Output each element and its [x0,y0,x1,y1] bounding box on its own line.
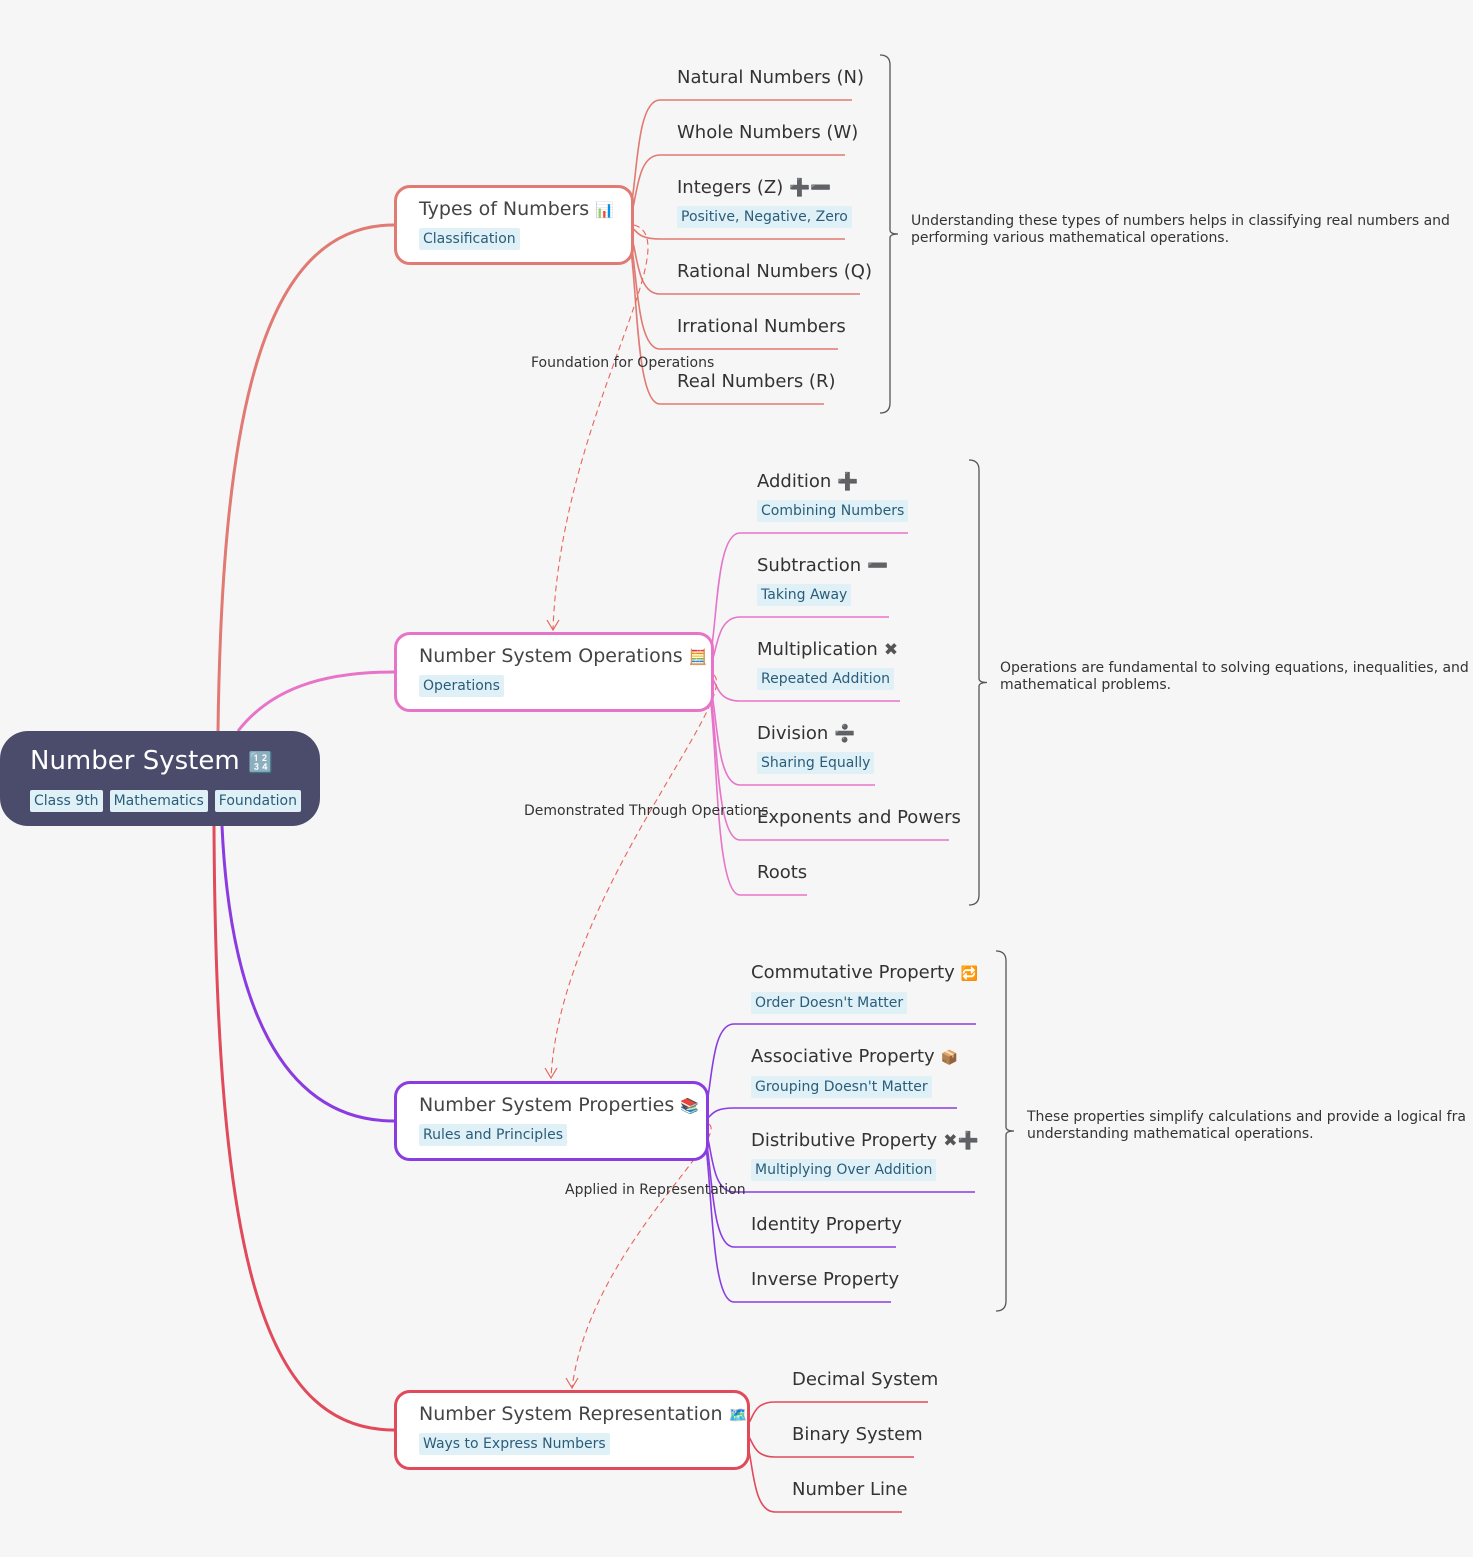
relation-label-foundation[interactable]: Foundation for Operations [531,355,715,371]
root-link-types [216,223,395,732]
node-associative[interactable]: Associative Property📦Grouping Doesn't Ma… [751,1045,958,1098]
node-whole-numbers[interactable]: Whole Numbers (W) [677,122,859,143]
plus-minus-icon: ➕➖ [789,178,832,198]
topic-title: Number System Representation 🗺️ [419,1403,748,1425]
node-exponents[interactable]: Exponents and Powers [757,807,961,828]
node-tag: Order Doesn't Matter [751,992,908,1014]
relation-label-demonstrated[interactable]: Demonstrated Through Operations [524,803,769,819]
number-keycap-icon: 🔢 [247,750,273,774]
node-addition[interactable]: Addition➕Combining Numbers [757,470,909,522]
multiply-plus-icon: ✖➕ [943,1131,979,1151]
node-tag: Grouping Doesn't Matter [751,1076,932,1098]
bar-chart-icon: 📊 [595,201,614,219]
minus-icon: ➖ [867,556,889,576]
tag-class: Class 9th [30,790,103,812]
topic-properties[interactable]: Number System Properties 📚 Rules and Pri… [394,1081,709,1161]
package-icon: 📦 [940,1050,959,1066]
node-number-line[interactable]: Number Line [792,1479,908,1500]
multiply-icon: ✖ [883,640,899,660]
repeat-icon: 🔁 [960,966,979,982]
node-irrational-numbers[interactable]: Irrational Numbers [677,316,846,337]
plus-icon: ➕ [837,472,859,492]
summary-brace-properties [995,950,1015,1312]
node-division[interactable]: Division➗Sharing Equally [757,722,875,774]
topic-tag: Rules and Principles [419,1124,567,1146]
tag-subject: Mathematics [109,790,208,812]
root-tags: Class 9th Mathematics Foundation [30,790,320,812]
relation-arrowhead-demonstrated [544,1067,558,1080]
summary-brace-operations [968,459,988,906]
node-tag: Sharing Equally [757,752,875,774]
node-natural-numbers[interactable]: Natural Numbers (N) [677,67,865,88]
node-tag: Multiplying Over Addition [751,1159,937,1181]
node-tag: Combining Numbers [757,500,909,522]
node-commutative[interactable]: Commutative Property🔁Order Doesn't Matte… [751,961,978,1014]
root-topic[interactable]: Number System 🔢 Class 9th Mathematics Fo… [0,731,320,826]
topic-tag: Ways to Express Numbers [419,1433,610,1455]
node-integers[interactable]: Integers (Z)➕➖Positive, Negative, Zero [677,176,852,228]
node-subtraction[interactable]: Subtraction➖Taking Away [757,554,888,606]
relation-label-applied[interactable]: Applied in Representation [565,1182,746,1198]
topic-types-of-numbers[interactable]: Types of Numbers 📊 Classification [394,185,634,265]
books-icon: 📚 [680,1097,700,1115]
relation-arrow-applied [571,1123,712,1389]
node-roots[interactable]: Roots [757,862,808,883]
topic-title: Number System Properties 📚 [419,1094,700,1116]
summary-properties: These properties simplify calculations a… [1027,1109,1466,1142]
world-map-icon: 🗺️ [728,1406,748,1424]
divide-icon: ➗ [834,724,856,744]
relation-arrow-demonstrated [550,674,717,1079]
relation-arrowhead-foundation [546,619,560,632]
node-multiplication[interactable]: Multiplication✖Repeated Addition [757,638,898,690]
topic-title: Number System Operations 🧮 [419,645,708,667]
root-title: Number System 🔢 [30,746,273,776]
summary-operations: Operations are fundamental to solving eq… [1000,660,1469,693]
root-link-properties [220,825,395,1123]
topic-title: Types of Numbers 📊 [419,198,614,220]
node-binary[interactable]: Binary System [792,1424,923,1445]
node-inverse[interactable]: Inverse Property [751,1269,900,1290]
topic-tag: Classification [419,228,520,250]
node-rational-numbers[interactable]: Rational Numbers (Q) [677,261,872,282]
node-identity[interactable]: Identity Property [751,1214,902,1235]
topic-representation[interactable]: Number System Representation 🗺️ Ways to … [394,1390,750,1470]
root-link-representation [212,825,395,1432]
tag-level: Foundation [214,790,301,812]
root-link-operations [236,670,395,732]
summary-brace-types [879,54,899,414]
node-tag: Repeated Addition [757,668,895,690]
node-real-numbers[interactable]: Real Numbers (R) [677,371,836,392]
topic-operations[interactable]: Number System Operations 🧮 Operations [394,632,714,712]
node-tag: Taking Away [757,584,852,606]
node-distributive[interactable]: Distributive Property✖➕Multiplying Over … [751,1129,979,1181]
summary-types: Understanding these types of numbers hel… [911,213,1450,246]
node-decimal[interactable]: Decimal System [792,1369,939,1390]
topic-tag: Operations [419,675,504,697]
node-tag: Positive, Negative, Zero [677,206,852,228]
child-link-2-1 [696,1107,957,1122]
relation-arrowhead-applied [565,1377,579,1390]
relation-arrow-foundation [552,224,649,631]
abacus-icon: 🧮 [688,648,708,666]
